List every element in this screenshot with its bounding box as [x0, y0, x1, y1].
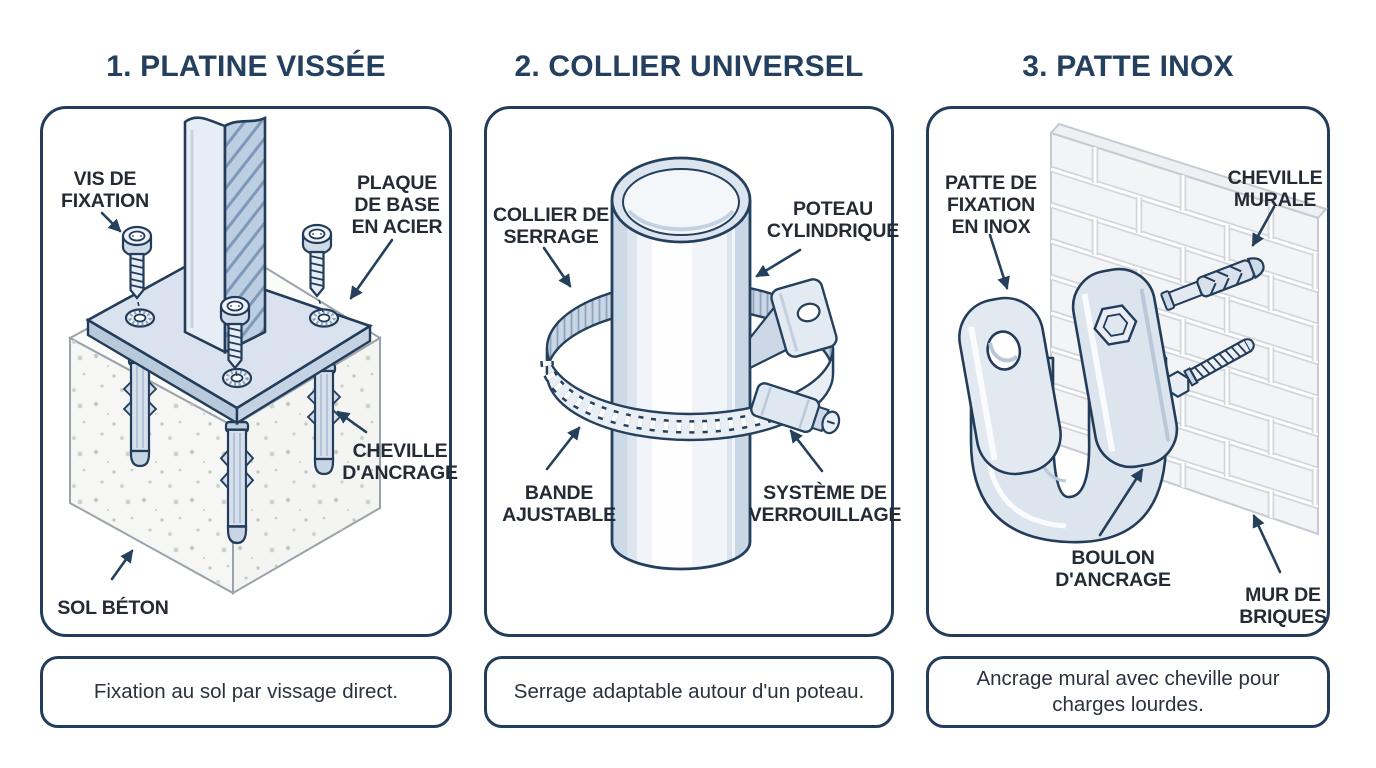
anchor-bolt — [1166, 338, 1255, 398]
label-plaque-de-base: PLAQUE DE BASE EN ACIER — [351, 172, 443, 238]
fixation-screw — [121, 223, 333, 377]
locking-system — [750, 382, 841, 435]
wall-plug — [1160, 257, 1265, 311]
label-sol-beton: SOL BÉTON — [57, 597, 169, 619]
arrow — [1251, 205, 1276, 247]
label-cheville-ancrage: CHEVILLE D'ANCRAGE — [342, 440, 458, 484]
arrow — [755, 248, 802, 278]
panel-patte: PATTE DE FIXATION EN INOX CHEVILLE MURAL… — [926, 106, 1330, 637]
panel-platine: VIS DE FIXATION PLAQUE DE BASE EN ACIER … — [40, 106, 458, 637]
label-bande-ajustable: BANDE AJUSTABLE — [502, 482, 616, 526]
pole-cylinder — [610, 156, 752, 571]
caption-platine: Fixation au sol par vissage direct. — [40, 656, 452, 728]
arrow — [100, 211, 122, 233]
mounting-tab — [748, 278, 838, 370]
arrow — [1252, 514, 1282, 574]
countersunk-hole — [124, 308, 340, 389]
label-mur-briques: MUR DE BRIQUES — [1239, 584, 1327, 628]
panel-column-patte: 3. PATTE INOX — [926, 0, 1330, 768]
label-collier-serrage: COLLIER DE SERRAGE — [492, 204, 610, 248]
hex-bolt-head — [1093, 304, 1138, 346]
label-patte-fixation: PATTE DE FIXATION EN INOX — [945, 172, 1037, 238]
label-systeme-verrouillage: SYSTÈME DE VERROUILLAGE — [748, 482, 902, 526]
arrow — [110, 549, 134, 581]
panel-title-collier: 2. COLLIER UNIVERSEL — [514, 50, 864, 83]
annotation-arrows — [542, 246, 824, 473]
arrow — [1098, 468, 1144, 537]
inox-bracket — [958, 267, 1179, 544]
arrow — [542, 246, 572, 288]
annotation-arrows — [988, 205, 1282, 574]
label-boulon-ancrage: BOULON D'ANCRAGE — [1055, 547, 1171, 591]
bracket-wall-plate — [1071, 267, 1179, 469]
arrow — [545, 426, 581, 471]
arrow — [336, 410, 368, 434]
label-vis-de-fixation: VIS DE FIXATION — [61, 168, 149, 212]
arrow — [988, 233, 1010, 290]
caption-patte: Ancrage mural avec cheville pour charges… — [926, 656, 1330, 728]
patte-illustration — [958, 122, 1328, 574]
arrow — [349, 238, 394, 300]
collier-illustration — [540, 156, 841, 571]
panel-title-patte: 3. PATTE INOX — [1022, 50, 1234, 83]
panel-column-collier: 2. COLLIER UNIVERSEL — [484, 0, 901, 768]
panel-collier: COLLIER DE SERRAGE POTEAU CYLINDRIQUE BA… — [484, 106, 901, 637]
platine-illustration — [67, 115, 394, 595]
panel-column-platine: 1. PLATINE VISSÉE — [40, 0, 458, 768]
label-cheville-murale: CHEVILLE MURALE — [1227, 167, 1323, 211]
annotation-arrows — [100, 211, 394, 581]
bracket-front-plate — [958, 296, 1062, 476]
panel-title-platine: 1. PLATINE VISSÉE — [106, 50, 386, 83]
arrow — [789, 429, 824, 473]
post — [183, 115, 267, 355]
caption-collier: Serrage adaptable autour d'un poteau. — [484, 656, 894, 728]
label-poteau-cylindrique: POTEAU CYLINDRIQUE — [766, 198, 900, 242]
